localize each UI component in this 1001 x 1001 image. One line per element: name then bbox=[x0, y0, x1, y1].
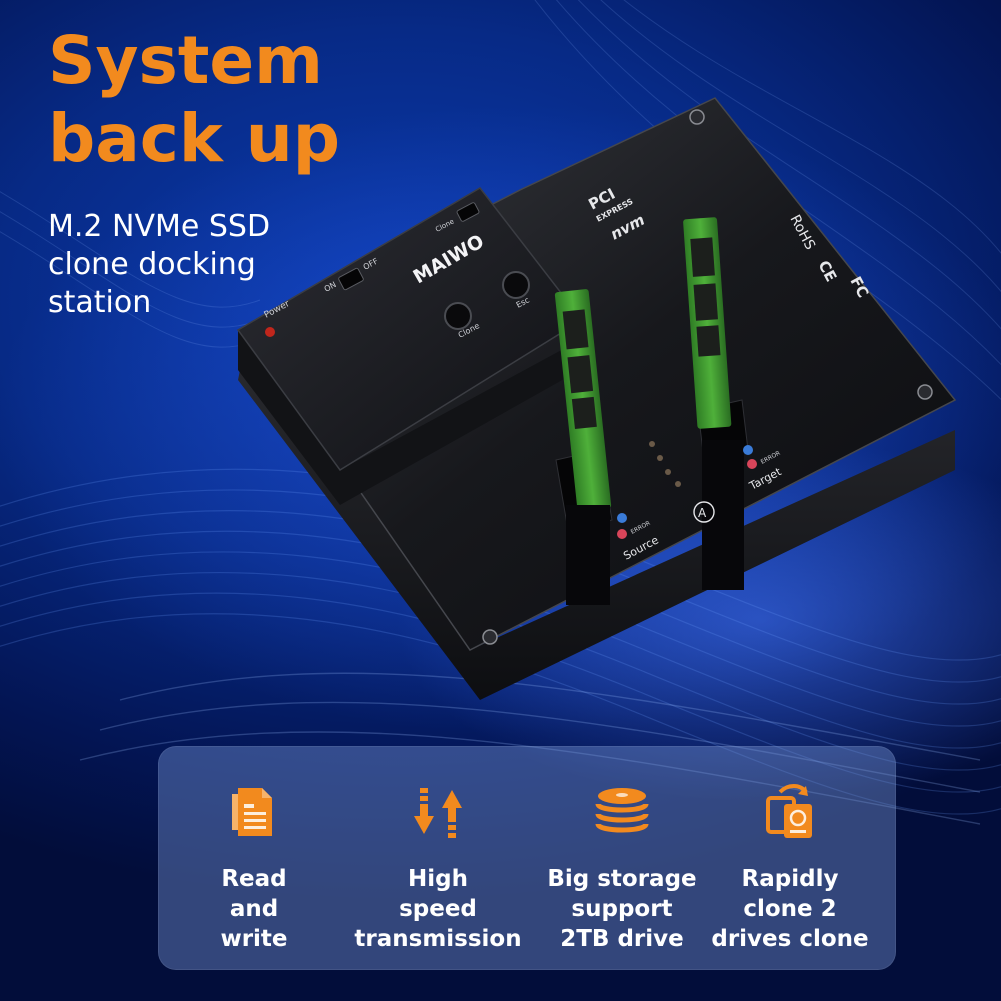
feature-label: Big storage support 2TB drive bbox=[530, 864, 714, 954]
drive-clone-icon bbox=[766, 784, 812, 838]
clone-button[interactable] bbox=[444, 302, 472, 330]
source-ssd-chips bbox=[562, 309, 597, 429]
control-box-side bbox=[238, 330, 580, 505]
screw-icon bbox=[482, 109, 933, 645]
subhead-line-2: clone docking bbox=[48, 247, 256, 282]
subhead-line-1: M.2 NVMe SSD bbox=[48, 209, 271, 244]
feature-line: drives clone bbox=[711, 926, 869, 952]
feature-high-speed: High speed transmission bbox=[346, 746, 530, 970]
transfer-arrows-icon bbox=[414, 788, 462, 838]
slot-mark: A bbox=[698, 506, 707, 520]
feature-line: support bbox=[571, 896, 673, 922]
slot-mark-circle bbox=[693, 501, 715, 523]
feature-line: speed bbox=[399, 896, 477, 922]
target-status-led bbox=[743, 445, 753, 455]
feature-line: 2TB drive bbox=[560, 926, 684, 952]
feature-line: Rapidly bbox=[741, 866, 839, 892]
source-status-led bbox=[617, 513, 627, 523]
headline: System back up bbox=[48, 22, 340, 178]
headline-line-2: back up bbox=[48, 100, 341, 177]
feature-big-storage: Big storage support 2TB drive bbox=[530, 746, 714, 970]
feature-rapid-clone: Rapidly clone 2 drives clone bbox=[698, 746, 882, 970]
feature-line: High bbox=[408, 866, 468, 892]
source-error-led bbox=[617, 529, 627, 539]
feature-label: Read and write bbox=[162, 864, 346, 954]
feature-read-write: Read and write bbox=[162, 746, 346, 970]
document-icon bbox=[232, 788, 272, 836]
headline-line-1: System bbox=[48, 22, 323, 99]
feature-line: write bbox=[220, 926, 288, 952]
feature-panel: Read and write High speed transmission bbox=[158, 746, 896, 970]
esc-button[interactable] bbox=[502, 271, 530, 299]
target-ssd-chips bbox=[690, 237, 721, 357]
progress-leds bbox=[649, 441, 681, 487]
clone-switch[interactable] bbox=[456, 202, 480, 222]
feature-line: clone 2 bbox=[743, 896, 837, 922]
feature-line: Big storage bbox=[547, 866, 697, 892]
feature-label: High speed transmission bbox=[346, 864, 530, 954]
subhead-line-3: station bbox=[48, 285, 152, 320]
feature-label: Rapidly clone 2 drives clone bbox=[698, 864, 882, 954]
power-led bbox=[265, 327, 275, 337]
target-cable bbox=[702, 440, 744, 590]
feature-line: and bbox=[229, 896, 279, 922]
source-cable bbox=[566, 505, 610, 605]
target-error-led bbox=[747, 459, 757, 469]
feature-line: transmission bbox=[354, 926, 522, 952]
power-switch[interactable] bbox=[338, 267, 364, 291]
subheadline: M.2 NVMe SSD clone docking station bbox=[48, 208, 270, 322]
feature-line: Read bbox=[221, 866, 287, 892]
base-side-front bbox=[238, 330, 955, 700]
disk-stack-icon bbox=[595, 788, 649, 833]
